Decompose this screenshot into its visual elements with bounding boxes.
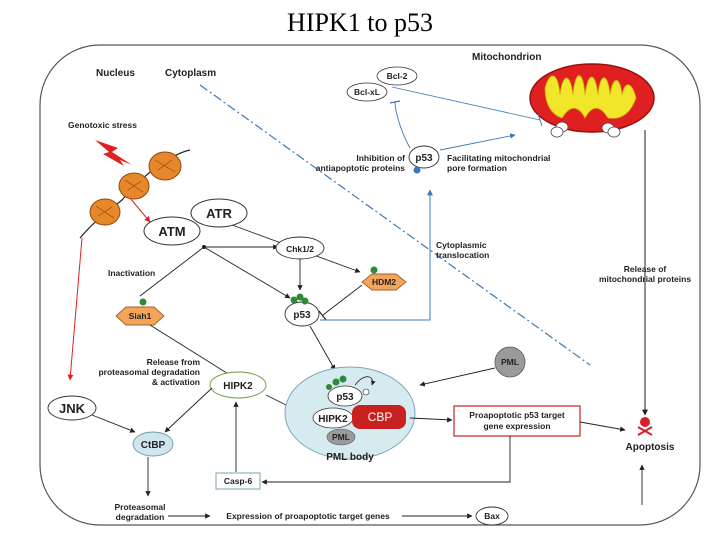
cbp-label: CBP (368, 410, 393, 424)
pml-small-label: PML (332, 432, 350, 442)
facilitating-text-2: pore formation (447, 163, 507, 173)
lightning-bolt-icon (95, 140, 132, 166)
expression-text: Expression of proapoptotic target genes (226, 511, 390, 521)
release-mito-text-1: Release of (624, 264, 667, 274)
nuclear-membrane-line (199, 84, 591, 366)
slide-title: HIPK1 to p53 (287, 8, 433, 37)
stress-to-atm-arrow (129, 197, 151, 223)
bclxl-node (346, 82, 388, 102)
hipk2-node (209, 371, 267, 399)
hipk2-label: HIPK2 (223, 381, 253, 392)
cytoplasmic-translocation-arrow (320, 189, 433, 321)
stress-to-jnk-arrow (67, 237, 83, 381)
proapoptotic-box (453, 405, 581, 437)
release-prot-text-3: & activation (152, 377, 200, 387)
siah1-node (115, 306, 165, 326)
inhibition-text-1: Inhibition of (356, 153, 405, 163)
bcl-to-mito-arrow (391, 86, 541, 121)
casp6-node (215, 472, 261, 490)
bax-label: Bax (484, 511, 500, 521)
ctbp-node (132, 431, 174, 457)
hipk2-body-label: HIPK2 (318, 414, 348, 425)
p53-to-bcl-inhibition (394, 101, 411, 149)
casp6-label: Casp-6 (224, 476, 253, 486)
nucleus-label: Nucleus (96, 68, 135, 79)
genotoxic-stress-label: Genotoxic stress (68, 120, 137, 130)
bcl2-label: Bcl-2 (387, 71, 408, 81)
cbp-node (352, 405, 406, 429)
pml-label: PML (501, 357, 519, 367)
chromatin-icon (79, 149, 191, 239)
bcl2-node (376, 66, 418, 86)
hdm2-label: HDM2 (372, 277, 396, 287)
p53-body-label: p53 (336, 392, 354, 403)
release-mito-text-2: mitochondrial proteins (599, 274, 691, 284)
p53-mito-label: p53 (415, 153, 433, 164)
proteasomal-text-2: degradation (116, 512, 165, 522)
skull-crossbones-icon (637, 417, 653, 436)
cell-boundary (39, 44, 701, 526)
bclxl-label: Bcl-xL (354, 87, 380, 97)
jnk-label: JNK (59, 401, 86, 416)
facilitating-text-1: Facilitating mitochondrial (447, 153, 550, 163)
mitochondrion-label: Mitochondrion (472, 52, 541, 63)
ctbp-label: CtBP (141, 440, 166, 451)
p53-body-node (327, 385, 363, 407)
atm-node (143, 216, 201, 246)
p53-to-mito-arrow (439, 133, 516, 151)
proapoptotic-text-1: Proapoptotic p53 target (469, 410, 565, 420)
p53-label: p53 (293, 310, 311, 321)
atr-label: ATR (206, 206, 232, 221)
pml-node (494, 346, 526, 378)
hdm2-node (361, 273, 407, 291)
pml-small-node (326, 428, 356, 446)
cytoplasm-label: Cytoplasm (165, 68, 216, 79)
cyto-transloc-text-2: translocation (436, 250, 489, 260)
proteasomal-text-1: Proteasomal (114, 502, 165, 512)
inhibition-text-2: antiapoptotic proteins (316, 163, 406, 173)
release-prot-text-2: proteasomal degradation (98, 367, 200, 377)
p53-mito-node (408, 145, 440, 169)
atr-node (190, 198, 248, 228)
siah1-label: Siah1 (129, 311, 152, 321)
bax-node (475, 506, 509, 526)
hdm2-inhibits-p53 (322, 284, 363, 316)
apoptosis-label: Apoptosis (626, 442, 675, 453)
cyto-transloc-text-1: Cytoplasmic (436, 240, 487, 250)
chk12-label: Chk1/2 (286, 244, 314, 254)
atm-label: ATM (158, 224, 185, 239)
inactivation-label: Inactivation (108, 268, 155, 278)
mitochondrion-icon (529, 63, 655, 138)
release-prot-text-1: Release from (147, 357, 201, 367)
jnk-node (47, 395, 97, 421)
proapoptotic-text-2: gene expression (483, 421, 550, 431)
pml-body-label: PML body (326, 452, 374, 463)
